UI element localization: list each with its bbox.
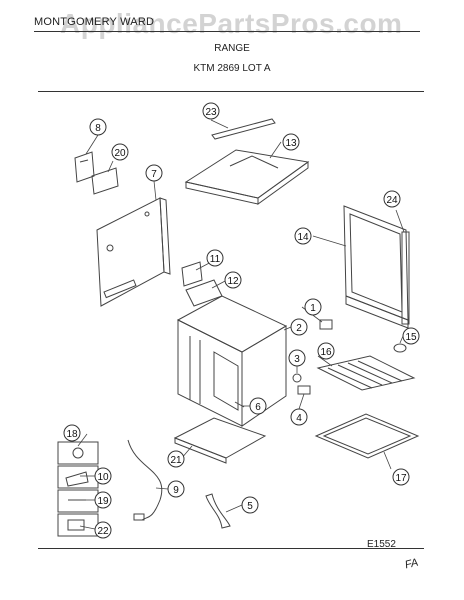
callout-21: 21 [167,450,185,468]
callout-10: 10 [94,467,112,485]
svg-text:2: 2 [296,323,302,334]
callout-5: 5 [241,496,259,514]
svg-text:3: 3 [294,354,300,365]
svg-text:11: 11 [210,254,221,265]
svg-text:10: 10 [97,472,109,483]
svg-text:5: 5 [247,501,253,512]
svg-text:1: 1 [310,303,316,314]
top-rule [38,91,424,92]
part-1-knob [319,319,333,330]
svg-text:12: 12 [227,276,239,287]
callout-24: 24 [383,190,401,208]
bottom-rule [38,548,424,549]
callout-6: 6 [249,397,267,415]
header-rule [34,31,420,32]
svg-text:18: 18 [66,429,78,440]
part-9-power-cord [127,439,163,521]
part-14-door [343,205,409,329]
part-15-hinge [393,343,407,353]
svg-text:14: 14 [297,232,309,243]
svg-text:22: 22 [97,526,109,537]
watermark: AppliancePartsPros.com [60,8,403,39]
part-22-connector [57,513,99,537]
part-5-element [205,493,231,529]
callout-4: 4 [290,408,308,426]
part-19-screw [57,489,99,513]
svg-text:15: 15 [405,332,417,343]
part-18-clip [57,441,99,465]
svg-text:9: 9 [173,485,179,496]
model-number: KTM 2869 LOT A [193,63,271,74]
callout-13: 13 [282,133,300,151]
svg-text:7: 7 [151,169,157,180]
svg-text:6: 6 [255,402,261,413]
part-13-cooktop [184,149,310,205]
callout-23: 23 [202,102,220,120]
callout-20: 20 [111,143,129,161]
svg-text:8: 8 [95,123,101,134]
callout-3: 3 [288,349,306,367]
svg-text:24: 24 [386,195,398,206]
svg-text:19: 19 [97,496,109,507]
callout-17: 17 [392,468,410,486]
svg-text:17: 17 [395,473,407,484]
part-11-bracket [181,261,203,287]
part-10-hardware [57,465,99,489]
callout-19: 19 [94,491,112,509]
callout-16: 16 [317,342,335,360]
svg-text:4: 4 [296,413,302,424]
svg-text:23: 23 [205,107,217,118]
part-21-bottom-pan [173,417,267,464]
drawing-code: E1552 [367,539,396,550]
svg-text:20: 20 [114,148,126,159]
product-title: RANGE [214,43,250,54]
callout-15: 15 [402,327,420,345]
callout-2: 2 [290,318,308,336]
callout-11: 11 [206,249,224,267]
part-8-bracket [74,151,95,183]
svg-text:13: 13 [285,138,297,149]
svg-text:16: 16 [320,347,332,358]
callout-12: 12 [224,271,242,289]
callout-22: 22 [94,521,112,539]
callout-18: 18 [63,424,81,442]
callout-9: 9 [167,480,185,498]
part-23-top-trim [211,118,276,140]
part-2-oven-body [176,295,288,427]
callout-8: 8 [89,118,107,136]
part-4-leveler [297,385,311,395]
part-3-grommet [292,373,302,383]
callout-14: 14 [294,227,312,245]
brand-label: MONTGOMERY WARD [34,16,155,28]
part-7-back-panel [96,197,171,307]
part-20-badge [91,167,119,195]
callout-1: 1 [304,298,322,316]
callout-7: 7 [145,164,163,182]
svg-text:21: 21 [170,455,182,466]
part-16-oven-rack [316,355,416,391]
part-17-broiler-pan [314,413,420,459]
part-24-side-strip [401,231,410,325]
